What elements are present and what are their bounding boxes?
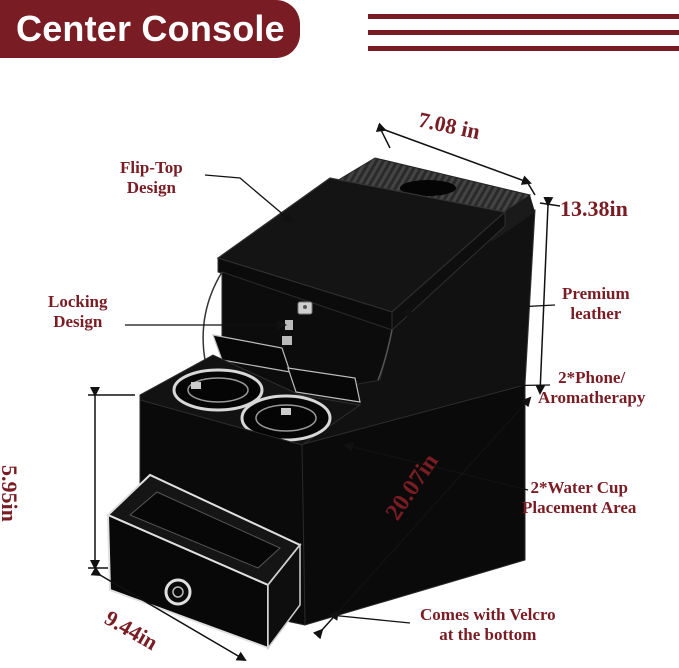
callout-premium-leather: Premium leather xyxy=(562,284,630,324)
dimension-height-total: 13.38in xyxy=(560,196,628,221)
callout-flip-top: Flip-Top Design xyxy=(120,158,183,198)
decorative-stripe xyxy=(368,14,679,19)
page-title: Center Console xyxy=(16,8,285,49)
decorative-stripe xyxy=(368,30,679,35)
title-badge: Center Console xyxy=(0,0,300,58)
cup-holder xyxy=(172,368,332,442)
callout-lines xyxy=(125,174,556,624)
callout-water-cup: 2*Water Cup Placement Area xyxy=(522,478,637,518)
callout-velcro: Comes with Velcro at the bottom xyxy=(420,605,556,645)
callout-phone-aromatherapy: 2*Phone/ Aromatherapy xyxy=(538,368,646,408)
console-body xyxy=(106,157,536,651)
callout-locking: Locking Design xyxy=(48,292,108,332)
decorative-stripe xyxy=(368,46,679,51)
dimension-lines xyxy=(88,122,561,662)
dimension-height-front: 5.95in xyxy=(0,465,22,522)
